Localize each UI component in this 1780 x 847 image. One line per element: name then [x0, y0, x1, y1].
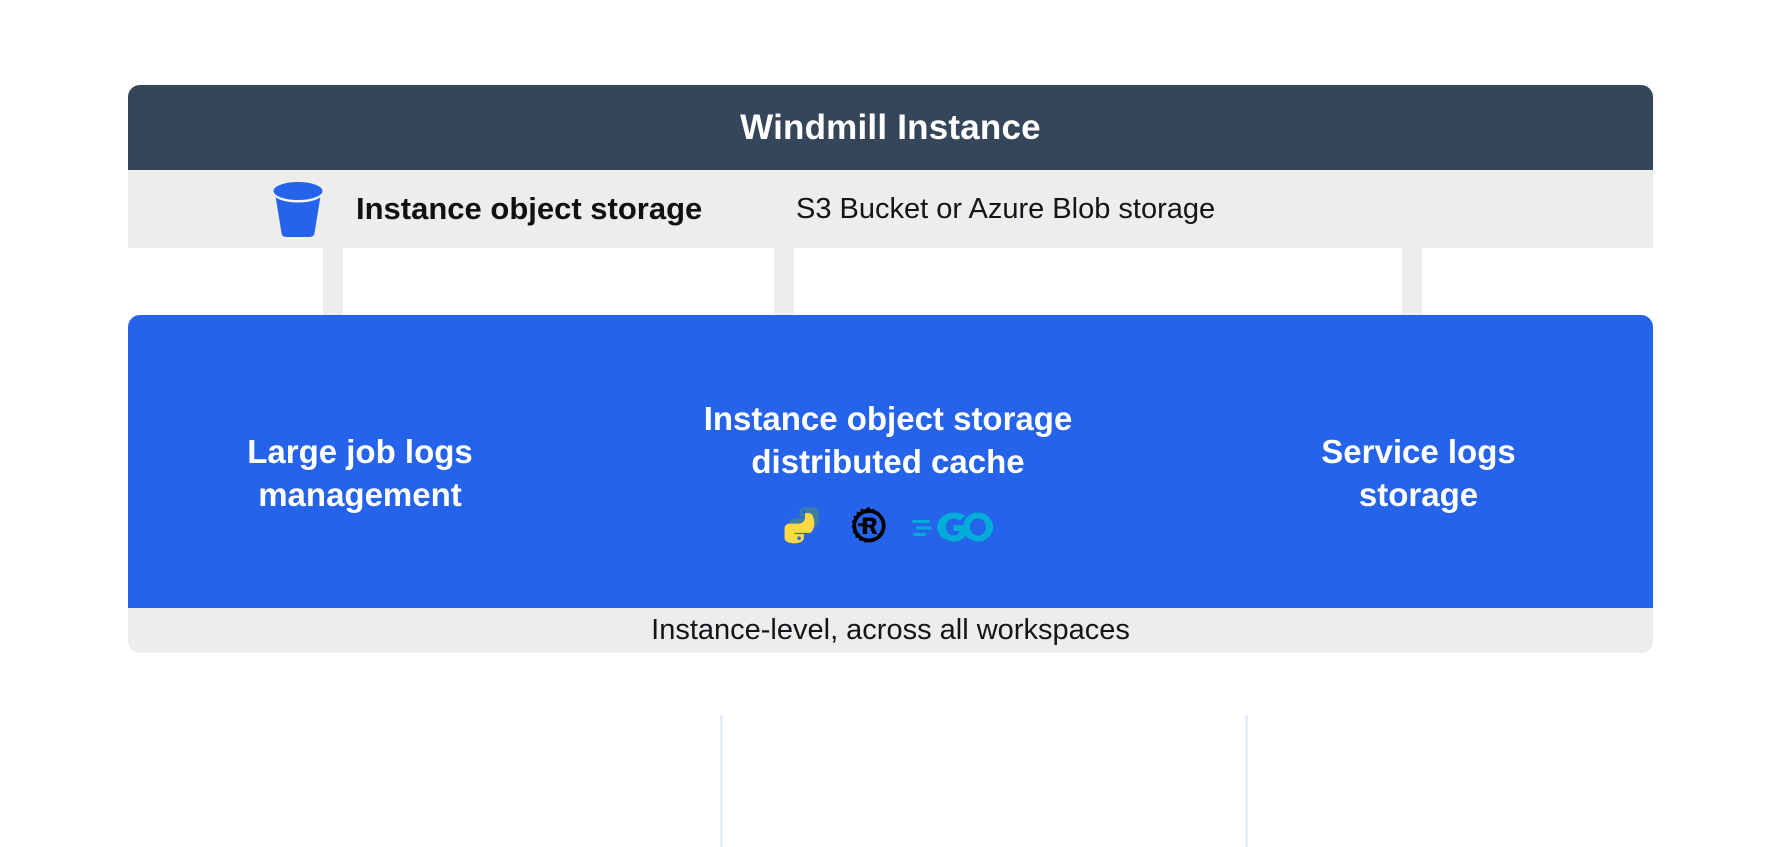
- language-logos: [783, 505, 993, 549]
- windmill-instance-diagram: Windmill Instance Instance object storag…: [128, 85, 1653, 847]
- arrow-shaft: [1402, 248, 1422, 324]
- feature-title: Service logs storage: [1321, 433, 1516, 513]
- arrow-shaft: [323, 248, 343, 324]
- feature-title: Instance object storage distributed cach…: [703, 400, 1073, 480]
- features-panel: Large job logs management Instance objec…: [128, 315, 1653, 847]
- python-logo: [783, 505, 827, 549]
- instance-object-storage-label: Instance object storage: [356, 191, 703, 226]
- feature-distributed-cache: Instance object storage distributed cach…: [592, 315, 1184, 608]
- page-title: Windmill Instance: [740, 107, 1041, 147]
- storage-backend-note: S3 Bucket or Azure Blob storage: [796, 192, 1216, 225]
- go-logo: [911, 508, 993, 546]
- bucket-icon: [268, 180, 328, 238]
- feature-service-logs: Service logs storage: [1184, 315, 1653, 608]
- instance-object-storage-row: Instance object storage S3 Bucket or Azu…: [128, 170, 1653, 248]
- footer-note: Instance-level, across all workspaces: [651, 614, 1130, 646]
- diagram-footer: Instance-level, across all workspaces: [128, 608, 1653, 653]
- feature-title: Large job logs management: [247, 433, 473, 513]
- feature-large-job-logs: Large job logs management: [128, 315, 592, 608]
- diagram-header: Windmill Instance: [128, 85, 1653, 170]
- column-divider: [720, 715, 723, 847]
- column-divider: [1245, 715, 1248, 847]
- arrow-shaft: [774, 248, 794, 324]
- rust-logo: [847, 505, 891, 549]
